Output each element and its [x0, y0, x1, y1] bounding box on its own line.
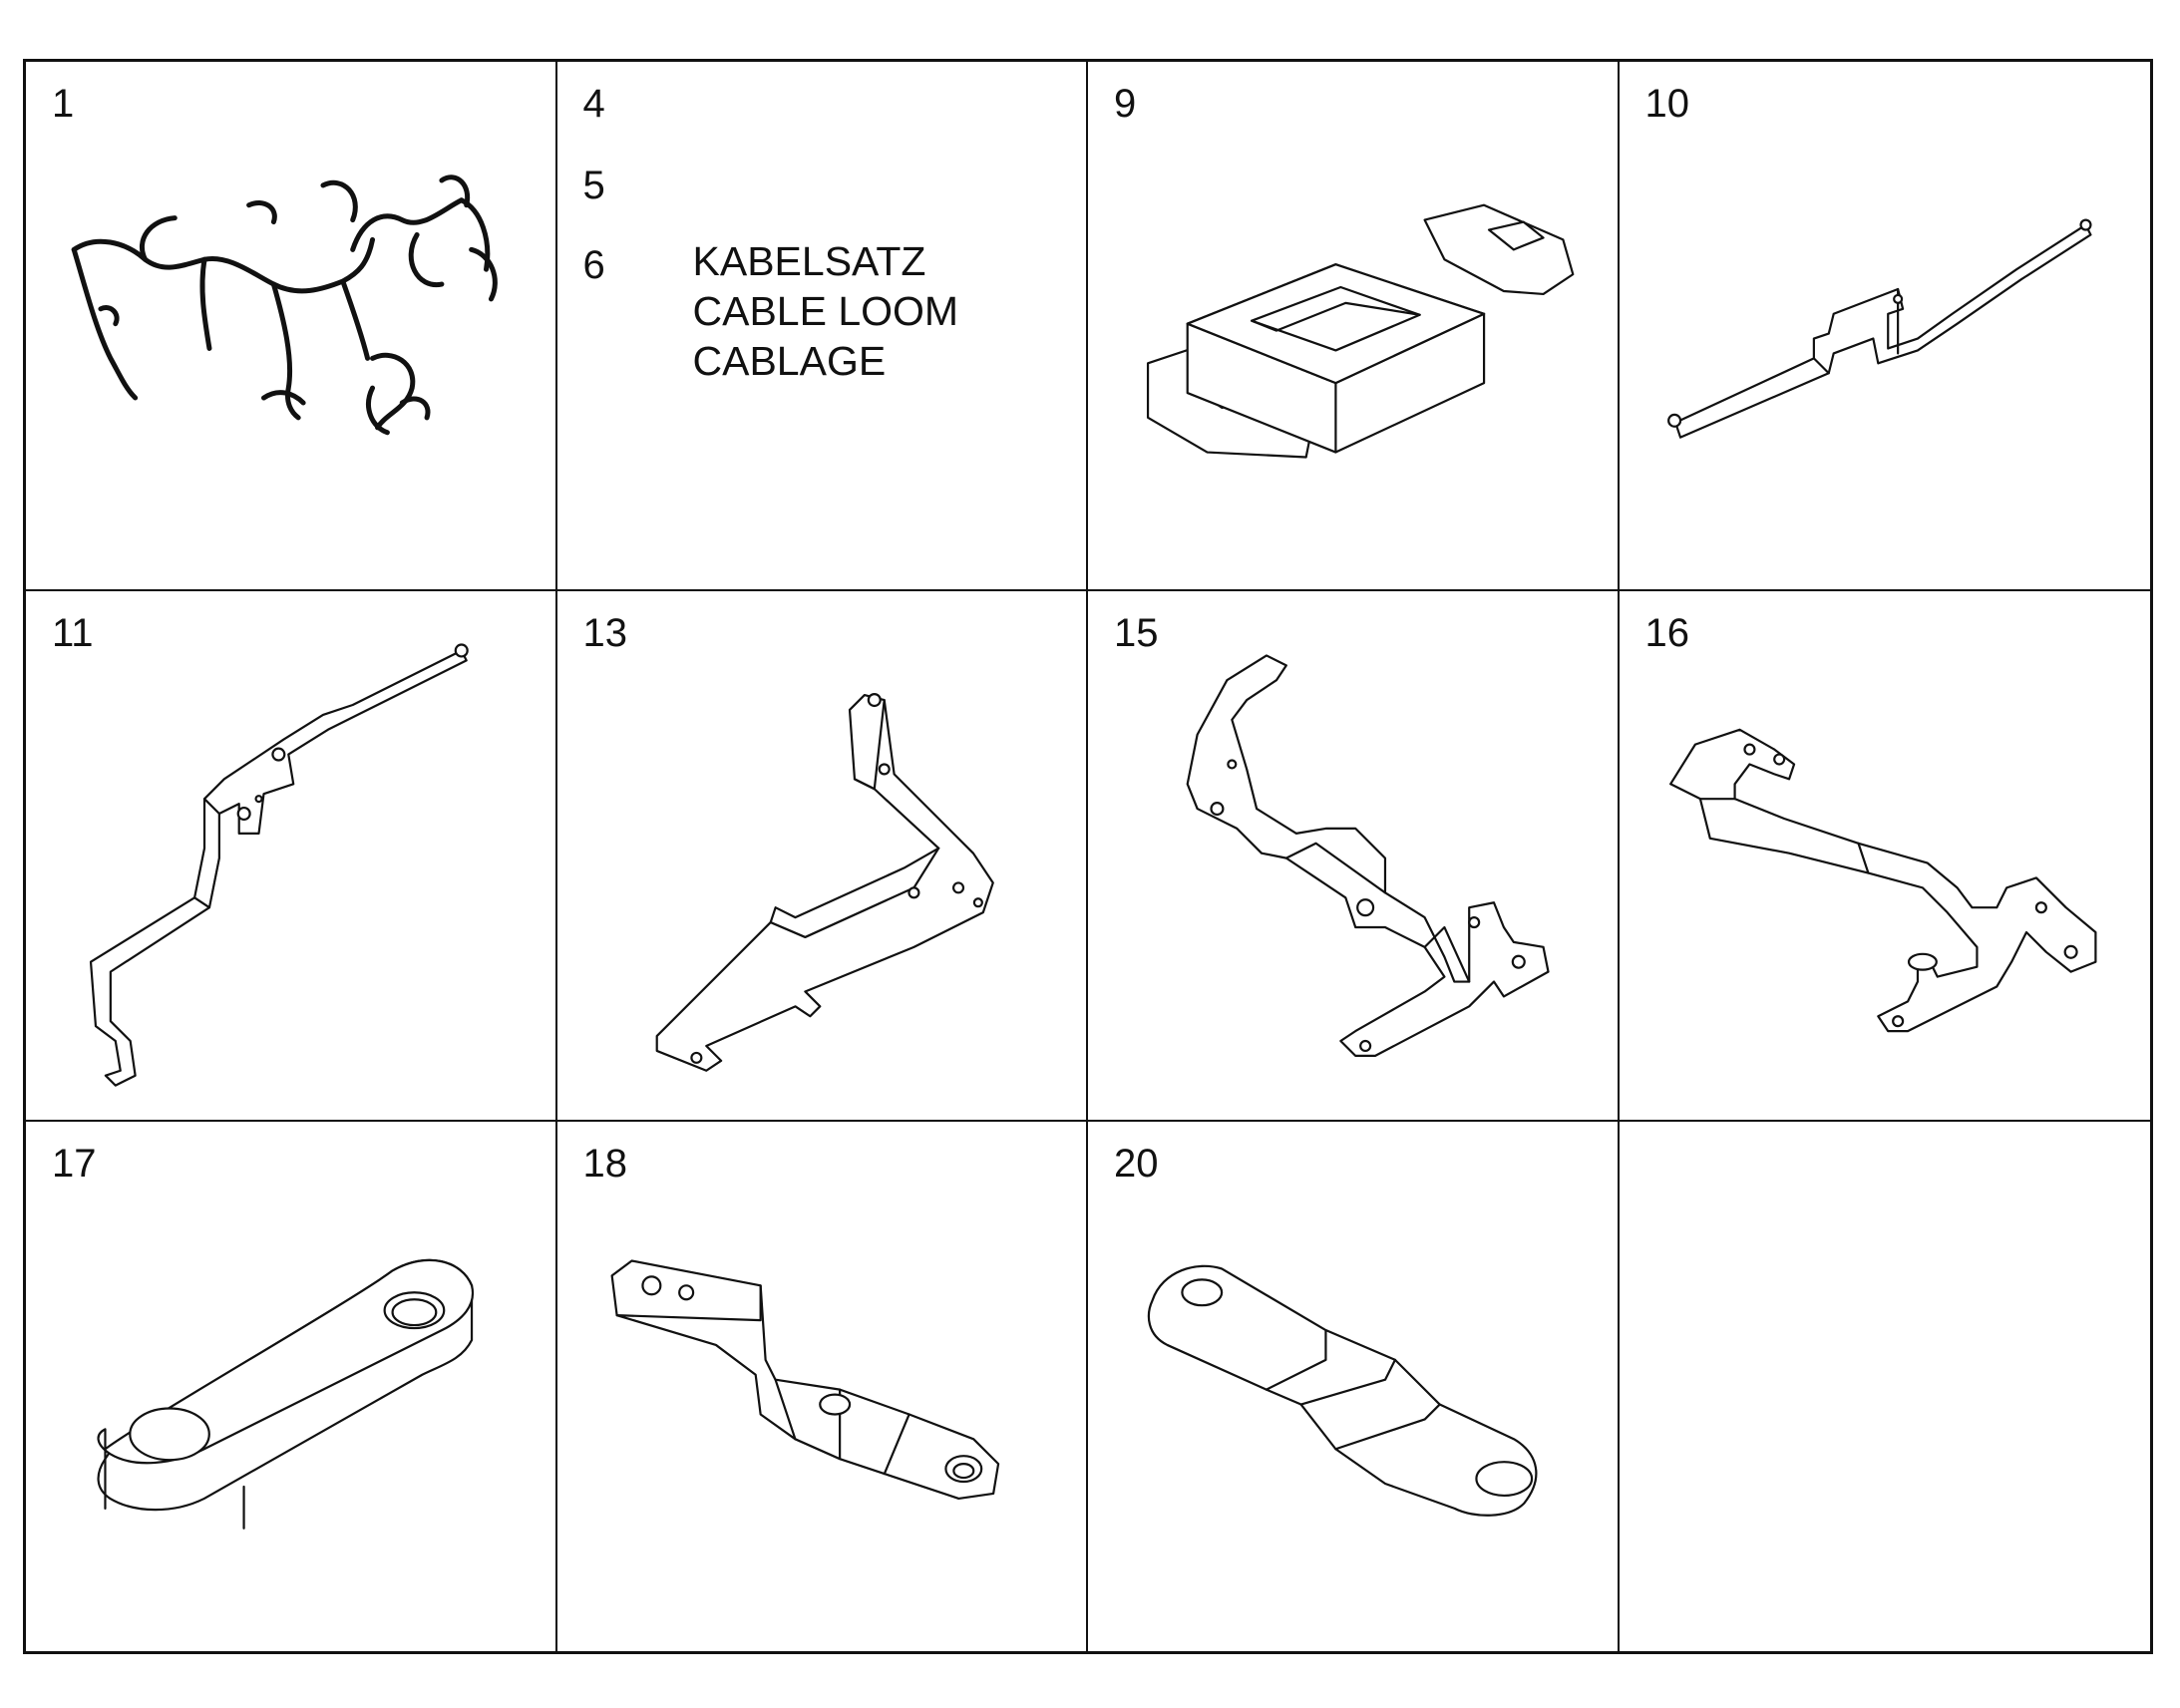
item-number: 13 — [582, 611, 628, 656]
stepped-bracket-icon — [1620, 591, 2151, 1119]
parts-grid: 1 4 5 6 KABELSATZ CABLE LOOM C — [23, 59, 2153, 1654]
item-number: 5 — [582, 164, 605, 207]
item-number: 15 — [1114, 611, 1159, 656]
part-cell-9: 9 — [1088, 62, 1620, 592]
angled-bracket-icon — [557, 591, 1087, 1119]
part-cell-20: 20 — [1088, 1121, 1620, 1651]
item-number: 18 — [582, 1141, 628, 1186]
rectangular-housing-icon — [1088, 62, 1618, 589]
part-cell-16: 16 — [1619, 591, 2151, 1122]
item-number: 10 — [1644, 82, 1690, 126]
item-number: 4 — [582, 82, 605, 126]
spacer-plate-icon — [26, 1122, 555, 1651]
curved-bracket-icon — [1088, 591, 1618, 1119]
long-bent-bracket-icon — [26, 591, 555, 1119]
part-cell-17: 17 — [26, 1121, 557, 1651]
part-cell-18: 18 — [557, 1121, 1088, 1651]
part-cell-15: 15 — [1088, 591, 1620, 1122]
description-german: KABELSATZ — [692, 238, 926, 284]
item-number: 17 — [52, 1141, 97, 1186]
empty-cell — [1620, 1122, 2151, 1651]
item-number: 20 — [1114, 1141, 1159, 1186]
item-number: 16 — [1644, 611, 1690, 656]
offset-link-icon — [1088, 1122, 1618, 1651]
description-french: CABLAGE — [692, 338, 887, 384]
item-number: 11 — [52, 611, 94, 656]
item-number: 1 — [52, 82, 75, 126]
description-english: CABLE LOOM — [692, 288, 959, 334]
long-bracket-icon — [1620, 62, 2151, 589]
cable-harness-icon — [26, 62, 555, 589]
part-cell-cable-loom: 4 5 6 KABELSATZ CABLE LOOM CABLAGE — [556, 62, 1088, 592]
part-cell-13: 13 — [556, 591, 1088, 1122]
part-cell-10: 10 — [1619, 62, 2151, 592]
offset-strap-icon — [557, 1122, 1087, 1651]
item-number: 9 — [1114, 82, 1137, 126]
part-cell-11: 11 — [26, 591, 557, 1122]
part-cell-1: 1 — [26, 62, 557, 592]
item-number: 6 — [582, 243, 605, 287]
